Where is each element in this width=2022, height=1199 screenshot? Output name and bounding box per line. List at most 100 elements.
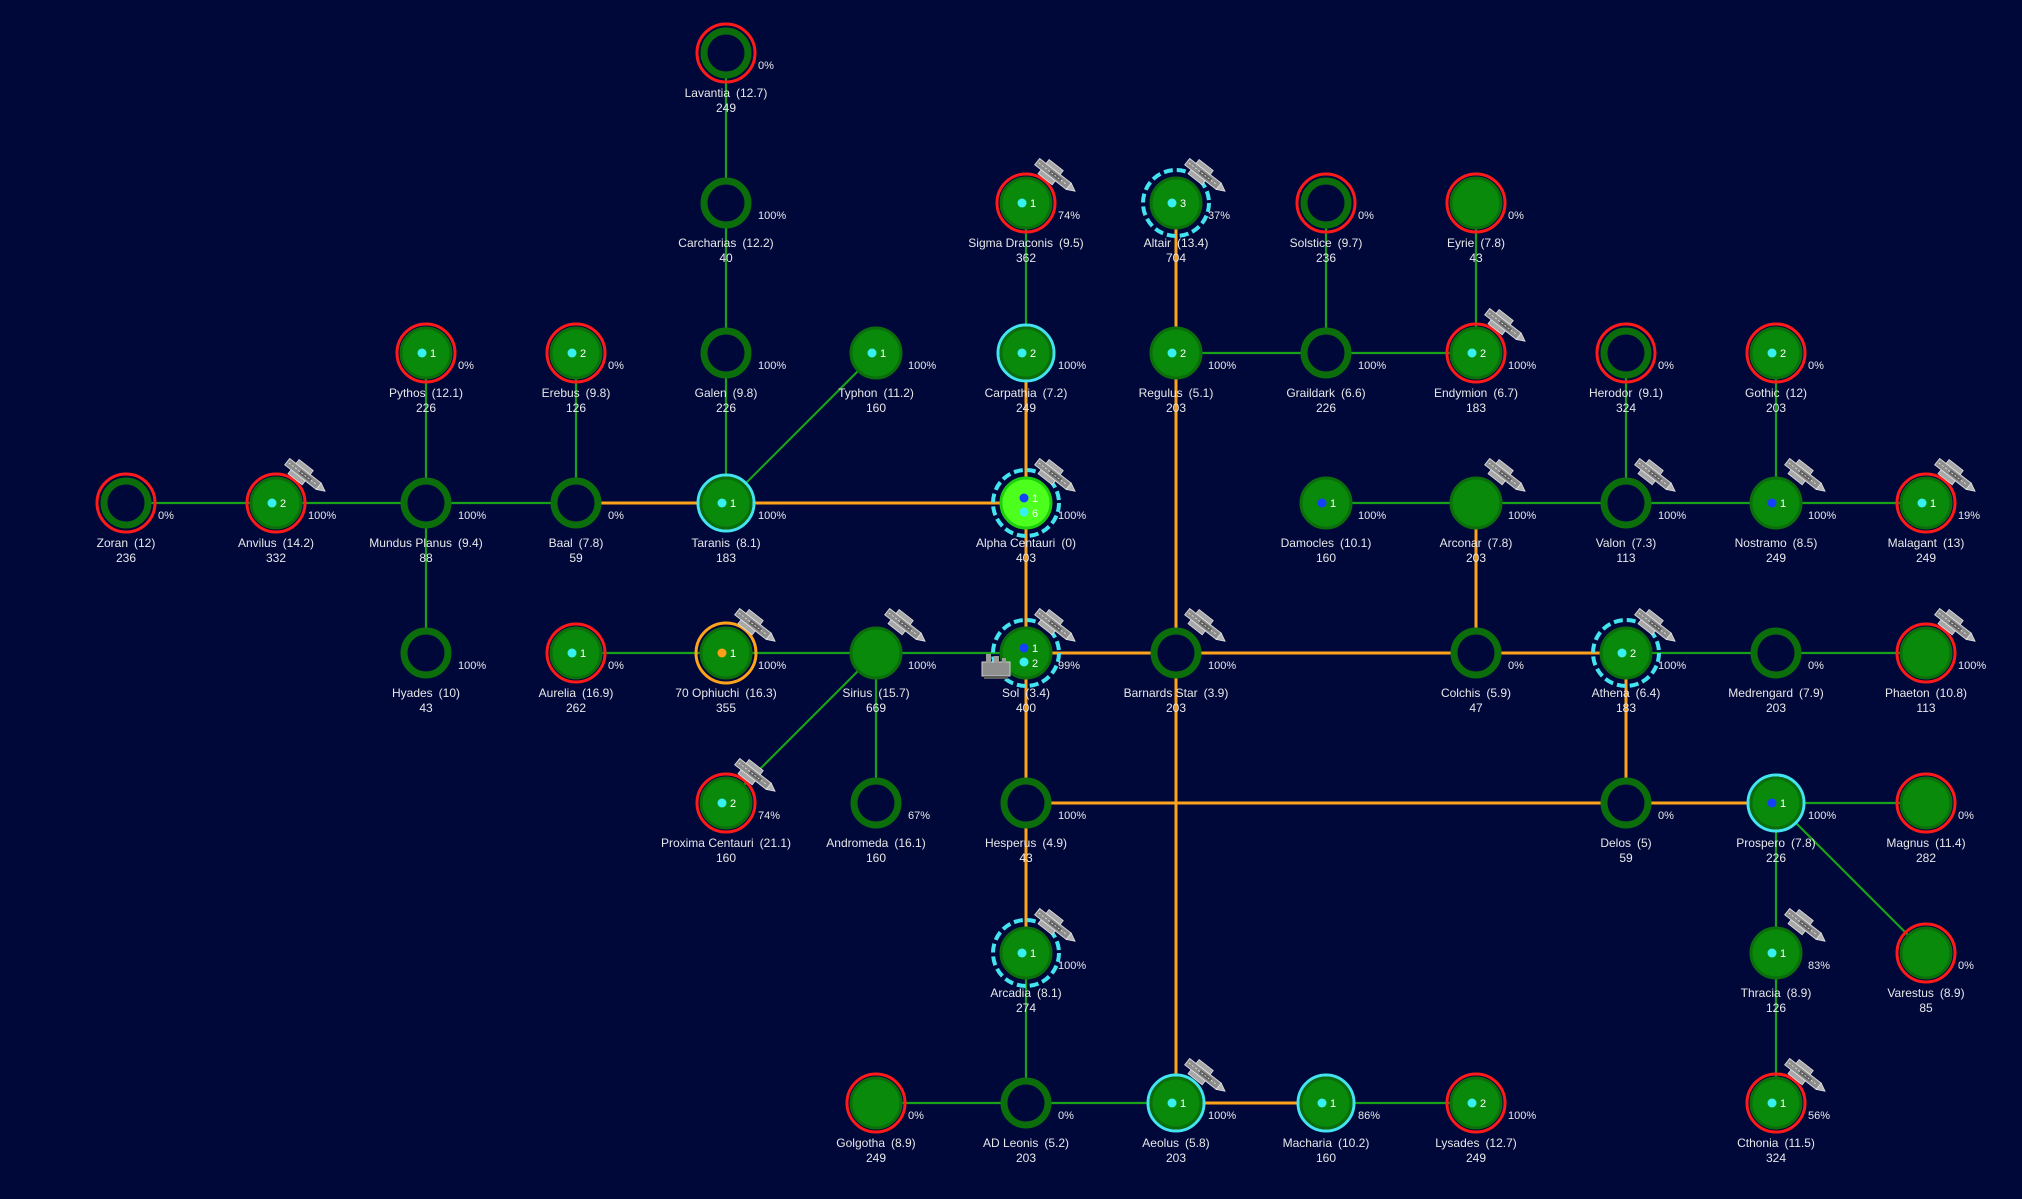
fleet-ship-icon[interactable]	[1482, 305, 1531, 349]
planet-body[interactable]	[1300, 177, 1352, 229]
fleet-ship-icon[interactable]	[882, 605, 931, 649]
fleet-ship-icon[interactable]	[1782, 1055, 1831, 1099]
star-system-sigma[interactable]: 174%Sigma Draconis(9.5)362	[968, 155, 1084, 265]
star-system-erebus[interactable]: 20%Erebus(9.8)126	[542, 322, 624, 415]
star-system-varestus[interactable]: 0%Varestus(8.9)85	[1887, 922, 1974, 1015]
star-system-baal[interactable]: 0%Baal(7.8)59	[549, 477, 624, 565]
planet-body[interactable]	[400, 627, 452, 679]
star-system-medrengard[interactable]: 0%Medrengard(7.9)203	[1728, 627, 1824, 715]
star-system-andromeda[interactable]: 67%Andromeda(16.1)160	[826, 777, 930, 865]
planet-body[interactable]	[100, 477, 152, 529]
star-system-proxima[interactable]: 274%Proxima Centauri(21.1)160	[661, 755, 791, 865]
planet-body[interactable]	[700, 177, 752, 229]
star-system-galen[interactable]: 100%Galen(9.8)226	[695, 327, 787, 415]
planet-body[interactable]	[850, 777, 902, 829]
planet-body[interactable]	[999, 476, 1053, 530]
star-system-carcharias[interactable]: 100%Carcharias(12.2)40	[678, 177, 786, 265]
star-system-altair[interactable]: 337%Altair(13.4)704	[1141, 155, 1231, 265]
fleet-ship-icon[interactable]	[1032, 155, 1081, 199]
planet-body[interactable]	[849, 1076, 903, 1130]
planet-body[interactable]	[1899, 776, 1953, 830]
fleet-ship-icon[interactable]	[1032, 455, 1081, 499]
star-system-sirius[interactable]: 100%Sirius(15.7)669	[842, 605, 936, 715]
planet-body[interactable]	[1449, 476, 1503, 530]
star-system-colchis[interactable]: 0%Colchis(5.9)47	[1441, 627, 1524, 715]
star-system-phaeton[interactable]: 100%Phaeton(10.8)113	[1885, 605, 1986, 715]
star-system-valon[interactable]: 100%Valon(7.3)113	[1596, 455, 1687, 565]
star-system-golgotha[interactable]: 0%Golgotha(8.9)249	[836, 1072, 924, 1165]
fleet-ship-icon[interactable]	[1032, 605, 1081, 649]
fleet-ship-icon[interactable]	[1482, 455, 1531, 499]
planet-body[interactable]	[1600, 327, 1652, 379]
star-system-mundus[interactable]: 100%Mundus Planus(9.4)88	[369, 477, 486, 565]
planet-body[interactable]	[550, 477, 602, 529]
fleet-ship-icon[interactable]	[1182, 155, 1231, 199]
star-system-hesperus[interactable]: 100%Hesperus(4.9)43	[985, 777, 1086, 865]
planet-body[interactable]	[1000, 777, 1052, 829]
fleet-ship-icon[interactable]	[1932, 455, 1981, 499]
star-system-aurelia[interactable]: 10%Aurelia(16.9)262	[539, 622, 624, 715]
star-system-thracia[interactable]: 183%Thracia(8.9)126	[1741, 905, 1831, 1015]
planet-body[interactable]	[1449, 176, 1503, 230]
star-system-solstice[interactable]: 0%Solstice(9.7)236	[1290, 172, 1374, 265]
fleet-ship-icon[interactable]	[1032, 905, 1081, 949]
star-system-graildark[interactable]: 100%Graildark(6.6)226	[1286, 327, 1386, 415]
planet-body[interactable]	[1000, 1077, 1052, 1129]
star-system-cthonia[interactable]: 156%Cthonia(11.5)324	[1737, 1055, 1831, 1165]
star-system-gothic[interactable]: 20%Gothic(12)203	[1745, 322, 1824, 415]
planet-body[interactable]	[1899, 626, 1953, 680]
fleet-ship-icon[interactable]	[1632, 455, 1681, 499]
fleet-ship-icon[interactable]	[1782, 905, 1831, 949]
fleet-ship-icon[interactable]	[1182, 605, 1231, 649]
planet-body[interactable]	[1600, 477, 1652, 529]
star-system-pythos[interactable]: 10%Pythos(12.1)226	[389, 322, 474, 415]
star-system-macharia[interactable]: 186%Macharia(10.2)160	[1283, 1073, 1381, 1165]
fleet-ship-icon[interactable]	[732, 605, 781, 649]
star-system-adleonis[interactable]: 0%AD Leonis(5.2)203	[983, 1077, 1074, 1165]
star-system-magnus[interactable]: 0%Magnus(11.4)282	[1886, 772, 1974, 865]
star-system-herodor[interactable]: 0%Herodor(9.1)324	[1589, 322, 1674, 415]
planet-body[interactable]	[1600, 777, 1652, 829]
planet-body[interactable]	[1450, 627, 1502, 679]
planet-body[interactable]	[1750, 627, 1802, 679]
planet-body[interactable]	[400, 477, 452, 529]
planet-body[interactable]	[700, 27, 752, 79]
star-system-delos[interactable]: 0%Delos(5)59	[1600, 777, 1674, 865]
planet-body[interactable]	[1150, 627, 1202, 679]
star-system-lavantia[interactable]: 0%Lavantia(12.7)249	[685, 22, 774, 115]
star-system-eyrie[interactable]: 0%Eyrie(7.8)43	[1445, 172, 1524, 265]
planet-body[interactable]	[1300, 327, 1352, 379]
fleet-ship-icon[interactable]	[282, 455, 331, 499]
fleet-ship-icon[interactable]	[732, 755, 781, 799]
planet-body[interactable]	[849, 626, 903, 680]
planet-body[interactable]	[999, 626, 1053, 680]
star-system-zoran[interactable]: 0%Zoran(12)236	[95, 472, 174, 565]
star-system-arconar[interactable]: 100%Arconar(7.8)203	[1440, 455, 1537, 565]
star-system-hyades[interactable]: 100%Hyades(10)43	[392, 627, 486, 715]
fleet-ship-icon[interactable]	[1632, 605, 1681, 649]
fleet-ship-icon[interactable]	[1182, 1055, 1231, 1099]
fleet-ship-icon[interactable]	[1782, 455, 1831, 499]
fleet-ship-icon[interactable]	[1932, 605, 1981, 649]
planet-body[interactable]	[700, 327, 752, 379]
star-system-barnards[interactable]: 100%Barnards Star(3.9)203	[1124, 605, 1237, 715]
star-system-malagant[interactable]: 119%Malagant(13)249	[1888, 455, 1981, 565]
planet-body[interactable]	[1899, 926, 1953, 980]
